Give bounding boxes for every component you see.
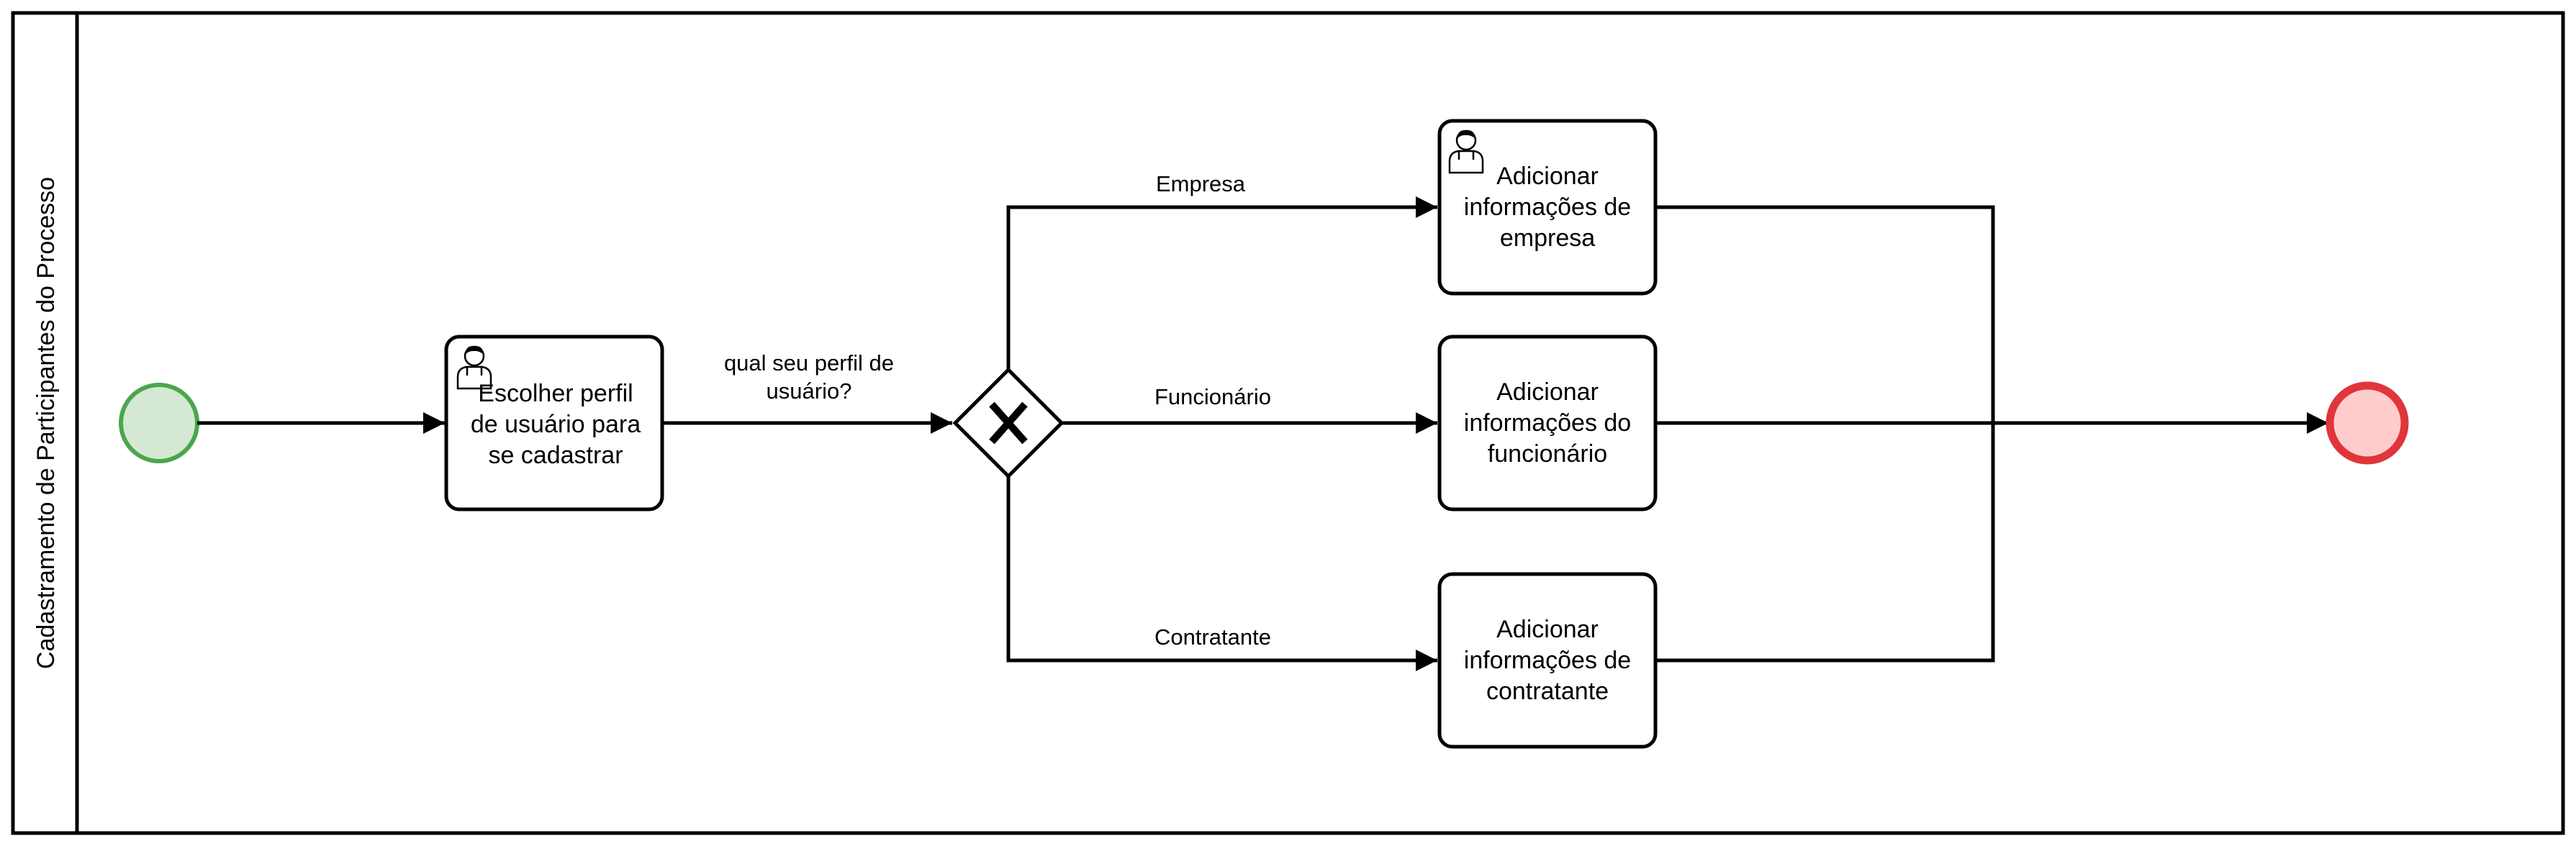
task-contractor-line1: Adicionar [1496, 616, 1599, 643]
lane-label: Cadastramento de Participantes do Proces… [32, 177, 60, 669]
task-choose-profile[interactable]: Escolher perfil de usuário para se cadas… [444, 335, 664, 511]
task-employee-line3: funcionário [1488, 440, 1607, 468]
flow-gateway-to-company [1006, 196, 1437, 370]
task-contractor-line2: informações de [1464, 647, 1631, 674]
task-employee-line1: Adicionar [1496, 378, 1599, 406]
start-event[interactable] [119, 383, 199, 463]
task-add-contractor[interactable]: Adicionar informações de contratante [1437, 572, 1658, 749]
task-choose-line2: de usuário para [471, 411, 641, 438]
edge-label-question-line1: qual seu perfil de [724, 350, 894, 376]
edge-label-contratante: Contratante [1154, 624, 1271, 650]
edge-label-funcionario: Funcionário [1154, 384, 1271, 409]
flow-contractor-to-merge [1655, 423, 1995, 663]
task-company-line3: empresa [1500, 224, 1595, 252]
exclusive-gateway[interactable] [952, 367, 1065, 479]
flow-gateway-to-contractor [1006, 476, 1437, 671]
task-company-line1: Adicionar [1496, 163, 1599, 190]
end-event[interactable] [2326, 381, 2409, 465]
edge-label-question-line2: usuário? [767, 378, 852, 404]
task-add-company[interactable]: Adicionar informações de empresa [1437, 119, 1658, 296]
task-choose-line3: se cadastrar [488, 442, 623, 469]
user-icon [1448, 129, 1484, 174]
task-add-employee[interactable]: Adicionar informações do funcionário [1437, 335, 1658, 511]
task-company-line2: informações de [1464, 194, 1631, 221]
task-contractor-line3: contratante [1486, 678, 1609, 705]
user-icon [456, 345, 492, 390]
task-employee-line2: informações do [1464, 409, 1631, 437]
edge-label-empresa: Empresa [1156, 171, 1246, 196]
task-choose-line1: Escolher perfil [478, 380, 633, 407]
flow-company-to-merge [1655, 205, 1995, 423]
gateway-x-icon [989, 401, 1028, 445]
